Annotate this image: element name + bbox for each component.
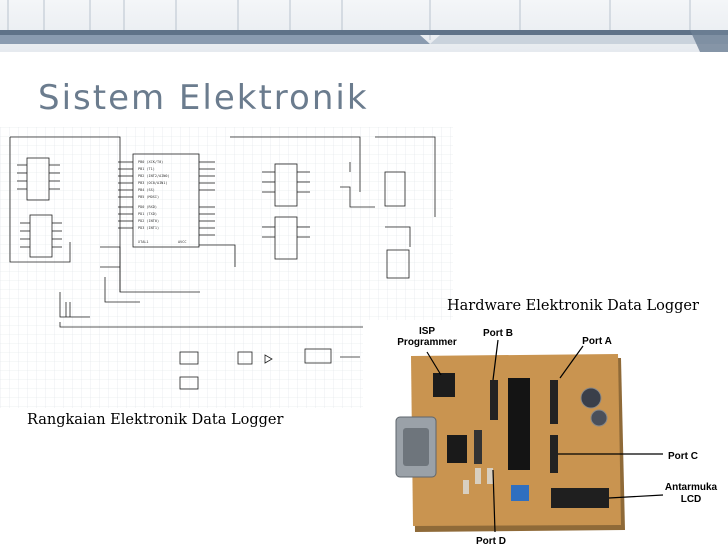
page-title: Sistem Elektronik — [38, 78, 369, 118]
svg-text:PB1 (T1): PB1 (T1) — [138, 167, 155, 171]
port-c-header — [550, 435, 558, 473]
svg-text:PB4 (SS): PB4 (SS) — [138, 188, 155, 192]
svg-text:PD0 (RXD): PD0 (RXD) — [138, 205, 157, 209]
port-a-header — [550, 380, 558, 424]
svg-text:PD2 (INT0): PD2 (INT0) — [138, 219, 159, 223]
svg-text:PB3 (OC0/AIN1): PB3 (OC0/AIN1) — [138, 181, 168, 185]
svg-text:PD3 (INT1): PD3 (INT1) — [138, 226, 159, 230]
port-b-label: Port B — [483, 328, 513, 339]
port-a-label: Port A — [582, 336, 612, 347]
svg-text:XTAL1: XTAL1 — [138, 240, 149, 244]
port-c-label: Port C — [668, 451, 698, 462]
lcd-header — [551, 488, 609, 508]
svg-text:PD1 (TXD): PD1 (TXD) — [138, 212, 157, 216]
port-d-label: Port D — [476, 536, 506, 546]
schematic-caption: Rangkaian Elektronik Data Logger — [27, 412, 284, 428]
isp-header — [433, 373, 455, 397]
hardware-caption: Hardware Elektronik Data Logger — [447, 298, 699, 314]
svg-text:PB0 (XCK/T0): PB0 (XCK/T0) — [138, 160, 163, 164]
pcb-illustration: ISP Programmer Port B Port A Port C Anta… — [363, 320, 728, 547]
hardware-photo: ISP Programmer Port B Port A Port C Anta… — [363, 320, 728, 547]
svg-text:PB5 (MOSI): PB5 (MOSI) — [138, 195, 159, 199]
isp-label: ISP — [419, 326, 435, 337]
header-ribbon — [0, 30, 728, 52]
svg-text:PB2 (INT2/AIN0): PB2 (INT2/AIN0) — [138, 174, 170, 178]
isp-label-sub: Programmer — [397, 337, 457, 348]
svg-text:AVCC: AVCC — [178, 240, 186, 244]
mcu-chip — [508, 378, 530, 470]
lcd-label: Antarmuka — [665, 482, 718, 493]
lcd-label-sub: LCD — [681, 494, 702, 505]
potentiometer — [511, 485, 529, 501]
port-b-header — [490, 380, 498, 420]
slide-header — [0, 0, 728, 52]
capacitor — [580, 387, 602, 409]
